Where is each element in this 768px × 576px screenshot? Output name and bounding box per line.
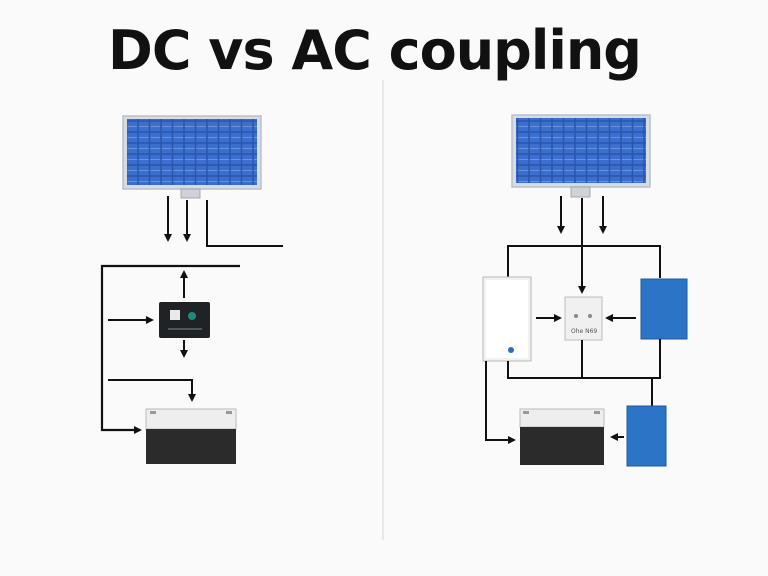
ac-inverter <box>482 276 532 362</box>
dc-battery <box>145 408 237 464</box>
dc-solar-panel <box>122 115 262 199</box>
ac-lower-storage-module <box>626 405 667 467</box>
ac-junction-label: Ohe N69 <box>571 328 597 335</box>
dc-charge-controller <box>159 302 210 338</box>
ac-top-bus <box>507 245 661 278</box>
dc-panel-output-wire <box>206 200 283 247</box>
ac-bottom-bus <box>507 339 661 379</box>
ac-solar-panel <box>511 114 651 198</box>
ac-battery-feed-wire <box>485 361 516 444</box>
ac-battery <box>519 408 605 465</box>
dc-coupling-section <box>100 115 283 464</box>
ac-storage-module <box>640 278 688 340</box>
ac-coupling-section: Ohe N69 <box>482 114 688 467</box>
dc-main-bus <box>100 264 240 434</box>
dc-battery-feed-wire <box>108 379 196 402</box>
diagram-title: DC vs AC coupling <box>108 19 642 82</box>
ac-junction-box: Ohe N69 <box>564 296 603 341</box>
